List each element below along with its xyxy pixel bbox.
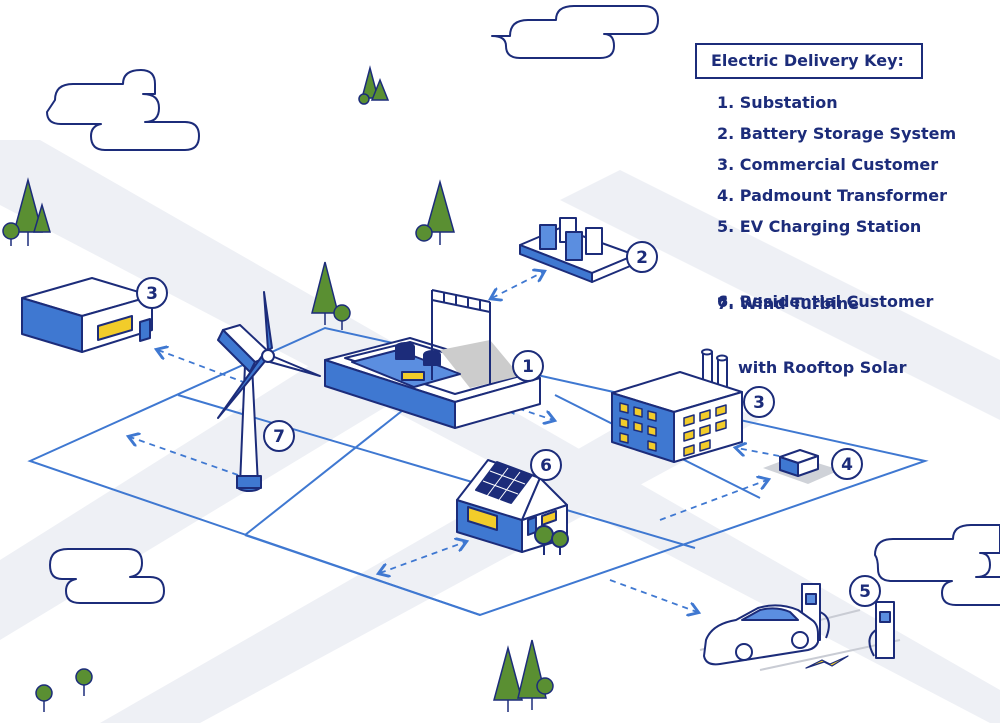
wind-turbine bbox=[217, 291, 321, 492]
key-item-substation: 1. Substation bbox=[717, 93, 838, 112]
solar-panel-icon bbox=[475, 461, 533, 504]
badge-ev-charging: 5 bbox=[849, 575, 881, 607]
cloud-icon bbox=[491, 5, 659, 59]
svg-text:1: 1 bbox=[522, 357, 534, 377]
key-item-ev-charging: 5. EV Charging Station bbox=[717, 217, 922, 236]
car-icon bbox=[703, 604, 819, 666]
tree-icon bbox=[415, 179, 455, 245]
svg-text:2: 2 bbox=[636, 248, 648, 268]
key-item-padmount-transformer: 4. Padmount Transformer bbox=[717, 186, 948, 205]
badge-substation: 1 bbox=[512, 350, 544, 382]
key-item-residential-line2: with Rooftop Solar bbox=[738, 358, 907, 377]
svg-text:3: 3 bbox=[146, 284, 158, 304]
tree-icon bbox=[2, 177, 52, 246]
svg-text:7: 7 bbox=[273, 427, 285, 447]
badge-commercial-left: 3 bbox=[136, 277, 168, 309]
power-flow-arrows bbox=[130, 272, 791, 612]
residential-house-solar bbox=[456, 459, 569, 555]
key-item-residential-line1: 6. Residential Customer bbox=[717, 292, 934, 311]
key-item-battery-storage: 2. Battery Storage System bbox=[717, 124, 957, 143]
key-item-wind-turbine: 7. Wind Turbine bbox=[717, 294, 859, 313]
battery-storage-system bbox=[519, 217, 636, 283]
commercial-office-building bbox=[611, 348, 743, 463]
lightning-bolt-icon bbox=[805, 655, 849, 669]
commercial-building-left bbox=[21, 277, 153, 353]
svg-text:4: 4 bbox=[841, 455, 853, 475]
cloud-icon bbox=[46, 69, 200, 151]
badge-battery-storage: 2 bbox=[626, 241, 658, 273]
padmount-transformer bbox=[763, 449, 840, 484]
tree-icon bbox=[35, 668, 93, 712]
svg-text:6: 6 bbox=[540, 456, 552, 476]
tree-icon bbox=[311, 261, 351, 330]
badge-transformer: 4 bbox=[831, 448, 863, 480]
badge-residential: 6 bbox=[530, 449, 562, 481]
key-item-residential-customer: 6. Residential Customer with Rooftop Sol… bbox=[717, 247, 956, 377]
key-list: 1. Substation 2. Battery Storage System … bbox=[717, 92, 957, 377]
badge-commercial-office: 3 bbox=[743, 386, 775, 418]
key-title: Electric Delivery Key: bbox=[695, 43, 923, 79]
cloud-icon bbox=[874, 524, 1000, 606]
badge-wind-turbine: 7 bbox=[263, 420, 295, 452]
tree-icon bbox=[358, 65, 390, 105]
key-item-commercial-customer: 3. Commercial Customer bbox=[717, 155, 939, 174]
svg-text:5: 5 bbox=[859, 582, 871, 602]
ev-charging-station bbox=[699, 583, 901, 671]
cloud-icon bbox=[49, 548, 165, 604]
substation bbox=[324, 289, 541, 429]
svg-text:3: 3 bbox=[753, 393, 765, 413]
tree-icon bbox=[493, 639, 554, 712]
